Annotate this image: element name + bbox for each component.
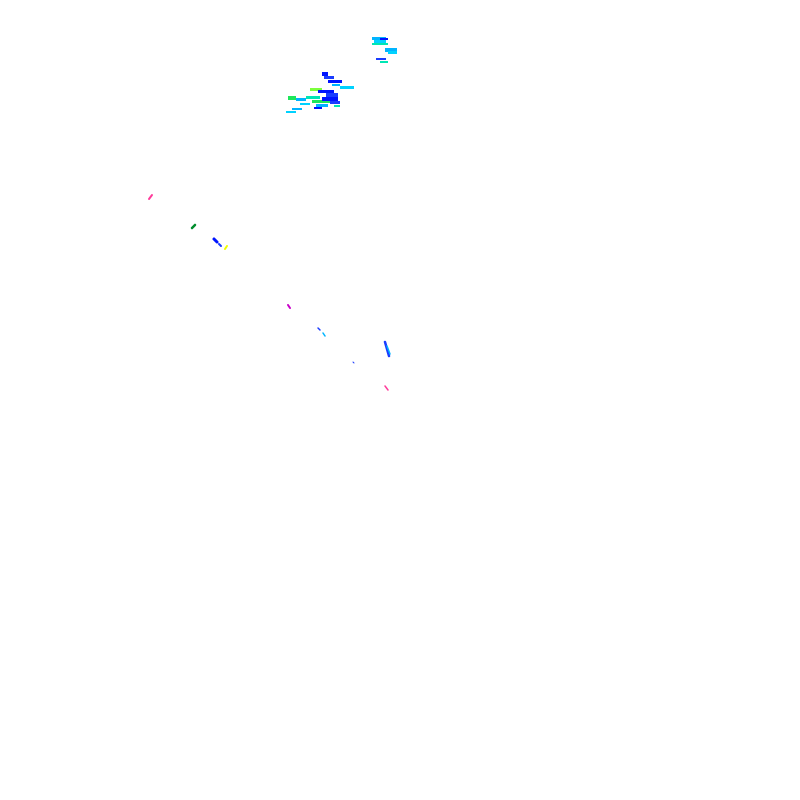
fragment: [324, 76, 334, 79]
fragment: [218, 243, 222, 247]
fragment: [310, 88, 322, 91]
fragment: [224, 245, 228, 250]
fragment: [287, 304, 291, 309]
fragment: [322, 332, 326, 337]
fragment: [384, 385, 389, 391]
fragment: [318, 90, 334, 93]
fragment: [300, 103, 310, 105]
fragment: [148, 194, 153, 200]
fragment: [332, 84, 340, 86]
fragment: [330, 101, 340, 104]
fragment: [380, 38, 388, 40]
fragment: [212, 237, 219, 244]
fragment: [380, 61, 388, 63]
fragment: [306, 96, 320, 99]
fragment: [388, 51, 397, 54]
fragment: [376, 58, 386, 60]
fragment: [190, 223, 197, 230]
fragment: [292, 108, 302, 110]
fragment: [314, 107, 322, 109]
fragment: [296, 98, 306, 101]
fragment: [322, 97, 338, 101]
fragment: [288, 96, 296, 100]
fragment: [328, 80, 342, 83]
fragment: [316, 104, 328, 107]
fragment: [326, 93, 338, 97]
fragment: [317, 327, 321, 331]
fragment: [340, 86, 354, 89]
fragment: [372, 37, 386, 40]
fragment: [372, 43, 388, 45]
fragment: [322, 72, 328, 76]
fragment: [286, 111, 296, 113]
fragment: [334, 105, 340, 107]
fragment: [312, 100, 330, 103]
fragment: [352, 361, 355, 364]
fragment: [374, 40, 386, 43]
fragment: [383, 340, 391, 358]
fragment: [385, 48, 397, 52]
fragment: [386, 345, 391, 355]
